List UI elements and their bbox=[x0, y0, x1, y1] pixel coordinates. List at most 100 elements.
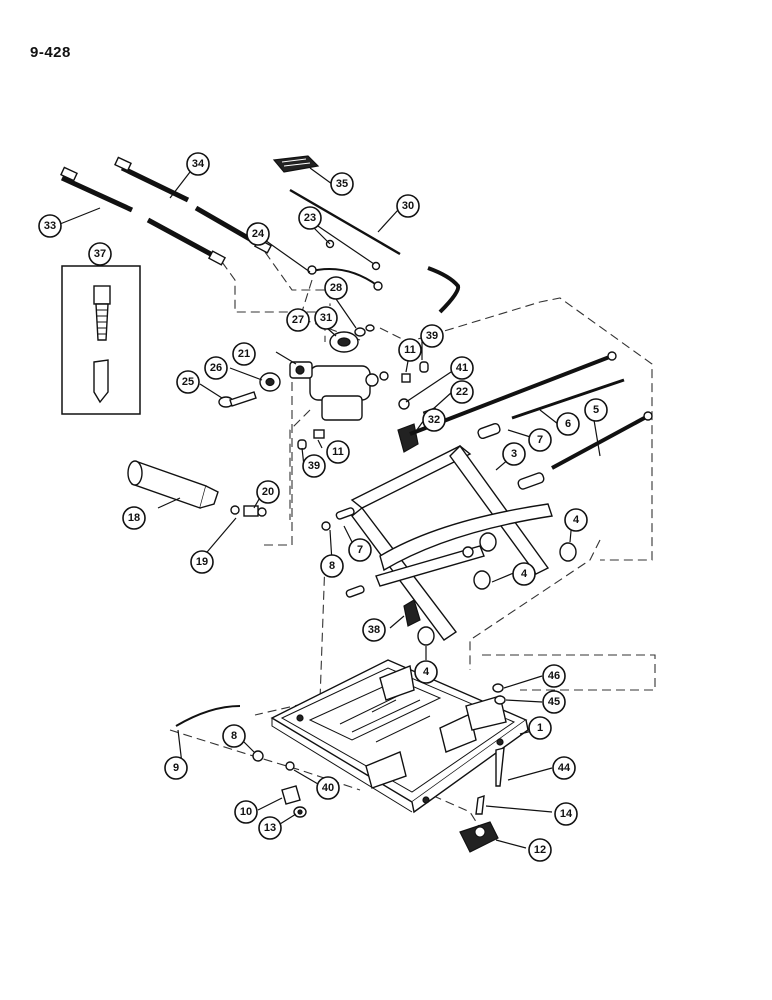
callout-4: 4 bbox=[512, 562, 536, 586]
bushings-4 bbox=[417, 532, 577, 646]
callout-4: 4 bbox=[414, 660, 438, 684]
cable-tie-inset-37 bbox=[61, 265, 141, 415]
pins-7 bbox=[321, 422, 545, 598]
callout-5: 5 bbox=[584, 398, 608, 422]
svg-text:22: 22 bbox=[456, 386, 468, 398]
svg-text:23: 23 bbox=[304, 212, 316, 224]
svg-text:39: 39 bbox=[426, 330, 438, 342]
callout-8: 8 bbox=[320, 554, 344, 578]
handle-32 bbox=[397, 423, 419, 453]
callout-14: 14 bbox=[554, 802, 578, 826]
callout-11: 11 bbox=[398, 338, 422, 362]
svg-text:11: 11 bbox=[404, 344, 416, 356]
callout-35: 35 bbox=[330, 172, 354, 196]
page-number: 9-428 bbox=[30, 44, 71, 61]
svg-text:4: 4 bbox=[423, 666, 430, 678]
svg-text:27: 27 bbox=[292, 314, 304, 326]
callout-4: 4 bbox=[564, 508, 588, 532]
callout-25: 25 bbox=[176, 370, 200, 394]
svg-text:9: 9 bbox=[173, 762, 179, 774]
svg-text:45: 45 bbox=[548, 696, 560, 708]
svg-text:38: 38 bbox=[368, 624, 380, 636]
svg-text:26: 26 bbox=[210, 362, 222, 374]
svg-text:25: 25 bbox=[182, 376, 194, 388]
callout-39: 39 bbox=[420, 324, 444, 348]
svg-text:10: 10 bbox=[240, 806, 252, 818]
svg-text:18: 18 bbox=[128, 512, 140, 524]
callout-11: 11 bbox=[326, 440, 350, 464]
callout-10: 10 bbox=[234, 800, 258, 824]
svg-text:8: 8 bbox=[231, 730, 237, 742]
callout-3: 3 bbox=[502, 442, 526, 466]
callout-34: 34 bbox=[186, 152, 210, 176]
svg-text:34: 34 bbox=[192, 158, 205, 170]
valve-body bbox=[289, 361, 389, 421]
callout-33: 33 bbox=[38, 214, 62, 238]
callout-18: 18 bbox=[122, 506, 146, 530]
callout-21: 21 bbox=[232, 342, 256, 366]
svg-text:41: 41 bbox=[456, 362, 468, 374]
svg-text:3: 3 bbox=[511, 448, 517, 460]
svg-text:32: 32 bbox=[428, 414, 440, 426]
callout-7: 7 bbox=[348, 538, 372, 562]
bushing-27 bbox=[329, 324, 375, 353]
callout-37: 37 bbox=[88, 242, 112, 266]
svg-text:31: 31 bbox=[320, 312, 332, 324]
callout-22: 22 bbox=[450, 380, 474, 404]
svg-text:35: 35 bbox=[336, 178, 348, 190]
callout-46: 46 bbox=[542, 664, 566, 688]
scissor-arm-3 bbox=[350, 444, 553, 641]
callout-6: 6 bbox=[556, 412, 580, 436]
callout-32: 32 bbox=[422, 408, 446, 432]
callout-30: 30 bbox=[396, 194, 420, 218]
svg-text:14: 14 bbox=[560, 808, 573, 820]
block-38 bbox=[403, 599, 421, 627]
callout-27: 27 bbox=[286, 308, 310, 332]
callout-45: 45 bbox=[542, 690, 566, 714]
svg-text:7: 7 bbox=[537, 434, 543, 446]
callout-38: 38 bbox=[362, 618, 386, 642]
callout-23: 23 bbox=[298, 206, 322, 230]
svg-text:7: 7 bbox=[357, 544, 363, 556]
callout-26: 26 bbox=[204, 356, 228, 380]
svg-text:19: 19 bbox=[196, 556, 208, 568]
svg-text:33: 33 bbox=[44, 220, 56, 232]
svg-text:28: 28 bbox=[330, 282, 342, 294]
bolt-25 bbox=[218, 391, 257, 408]
callout-9: 9 bbox=[164, 756, 188, 780]
callout-40: 40 bbox=[316, 776, 340, 800]
base-frame-1 bbox=[270, 659, 529, 814]
svg-text:37: 37 bbox=[94, 248, 106, 260]
svg-text:13: 13 bbox=[264, 822, 276, 834]
svg-text:8: 8 bbox=[329, 560, 335, 572]
callout-19: 19 bbox=[190, 550, 214, 574]
callout-31: 31 bbox=[314, 306, 338, 330]
svg-text:39: 39 bbox=[308, 460, 320, 472]
svg-text:5: 5 bbox=[593, 404, 599, 416]
svg-text:6: 6 bbox=[565, 418, 571, 430]
svg-text:20: 20 bbox=[262, 486, 274, 498]
callout-12: 12 bbox=[528, 838, 552, 862]
fitting-26 bbox=[259, 372, 281, 392]
callout-24: 24 bbox=[246, 222, 270, 246]
rods-5-6 bbox=[409, 351, 653, 470]
svg-text:12: 12 bbox=[534, 844, 546, 856]
bent-tube bbox=[427, 266, 461, 314]
svg-text:24: 24 bbox=[252, 228, 265, 240]
svg-text:21: 21 bbox=[238, 348, 250, 360]
rod-30 bbox=[289, 188, 401, 256]
svg-text:4: 4 bbox=[521, 568, 528, 580]
callout-13: 13 bbox=[258, 816, 282, 840]
svg-text:46: 46 bbox=[548, 670, 560, 682]
hose-33 bbox=[60, 166, 227, 266]
decal-35 bbox=[272, 155, 320, 173]
callout-41: 41 bbox=[450, 356, 474, 380]
svg-text:30: 30 bbox=[402, 200, 414, 212]
svg-text:1: 1 bbox=[537, 722, 543, 734]
svg-text:11: 11 bbox=[332, 446, 344, 458]
callout-20: 20 bbox=[256, 480, 280, 504]
cylinder-18 bbox=[127, 460, 267, 517]
svg-text:44: 44 bbox=[558, 762, 571, 774]
callout-39: 39 bbox=[302, 454, 326, 478]
